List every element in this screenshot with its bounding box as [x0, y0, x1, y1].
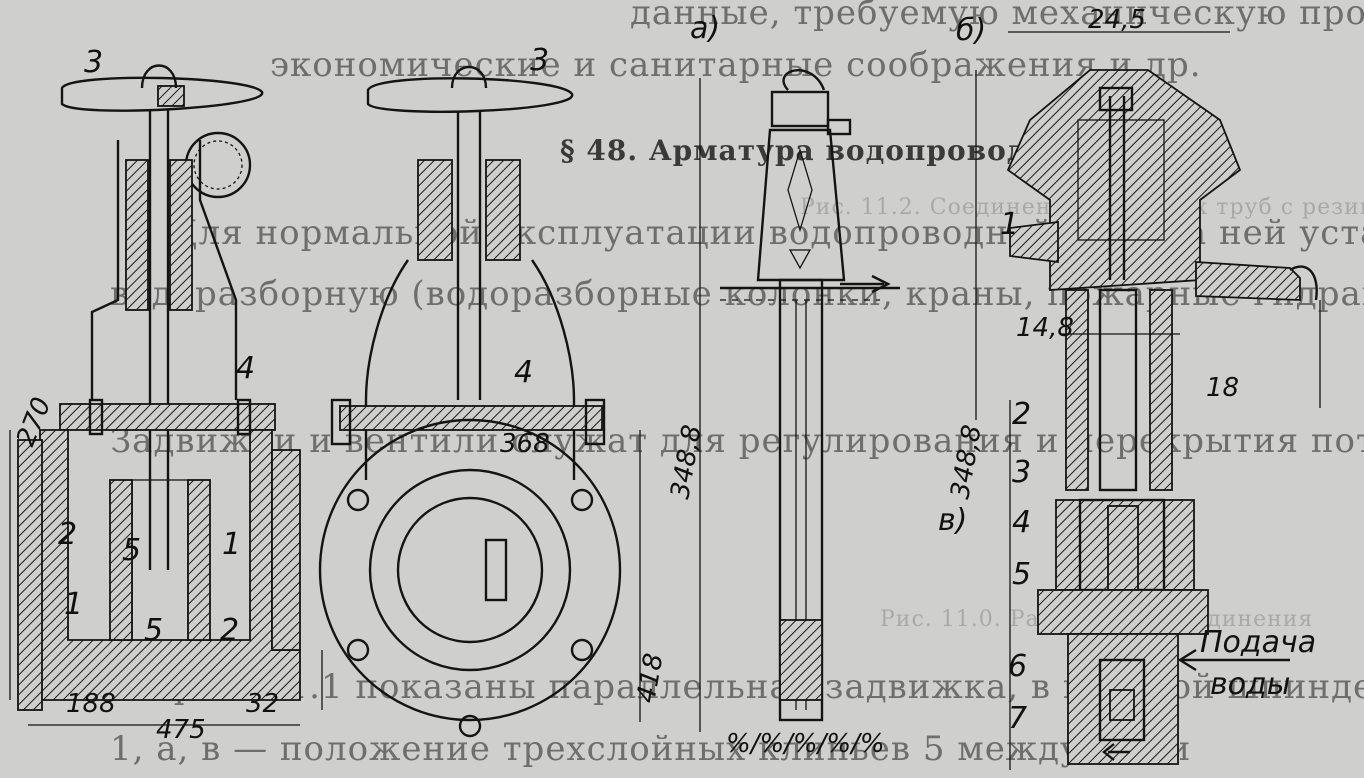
part-number-5-upper: 5 — [122, 533, 141, 568]
part-number-2-left: 2 — [58, 517, 77, 552]
part-number-1-left: 1 — [64, 587, 83, 622]
part-number-4-v: 4 — [1012, 505, 1031, 540]
part-number-3-b: 3 — [1012, 455, 1031, 490]
figure-label-v: в) — [938, 503, 967, 538]
part-number-4-left: 4 — [236, 351, 255, 386]
part-number-1-b: 1 — [1000, 207, 1019, 242]
water-feed-label-line2: воды — [1210, 667, 1290, 702]
part-number-5-v: 5 — [1012, 557, 1031, 592]
part-number-4-right: 4 — [514, 355, 533, 390]
parallel-gate-valve-section — [9, 64, 323, 726]
water-feed-label-line1: Подача — [1200, 625, 1316, 660]
hydrant-head-b — [975, 31, 1321, 492]
part-number-5-lower: 5 — [144, 613, 163, 648]
text-line-1: данные, требуемую механическую прочность… — [630, 0, 1364, 33]
gear-icon — [184, 131, 252, 199]
wedge-gate-valve-view — [318, 65, 641, 738]
dimension-18: 18 — [1206, 373, 1239, 403]
part-number-1-right: 1 — [222, 527, 241, 562]
part-number-3-left: 3 — [84, 45, 103, 80]
part-number-6-v: 6 — [1008, 649, 1027, 684]
part-number-7-v: 7 — [1008, 701, 1027, 736]
figure-label-a: а) — [690, 11, 720, 46]
hydrant-valve-v — [1009, 400, 1290, 770]
part-number-2-right: 2 — [220, 613, 239, 648]
figure-label-b: б) — [956, 13, 986, 48]
dimension-24-5: 24,5 — [1088, 5, 1146, 35]
dimension-14-8: 14,8 — [1016, 313, 1074, 343]
dimension-32: 32 — [246, 689, 279, 719]
dimension-475: 475 — [156, 715, 206, 745]
ground-hatch-label: %/%/%/%/% — [726, 729, 885, 759]
dimension-368: 368 — [500, 429, 550, 459]
part-number-2-b: 2 — [1012, 397, 1031, 432]
text-line-8: 1, а, в — положение трехслойных клиньев … — [110, 729, 1191, 769]
dimension-188: 188 — [66, 689, 116, 719]
standpipe-column-a — [699, 69, 900, 732]
part-number-3-right: 3 — [530, 43, 549, 78]
